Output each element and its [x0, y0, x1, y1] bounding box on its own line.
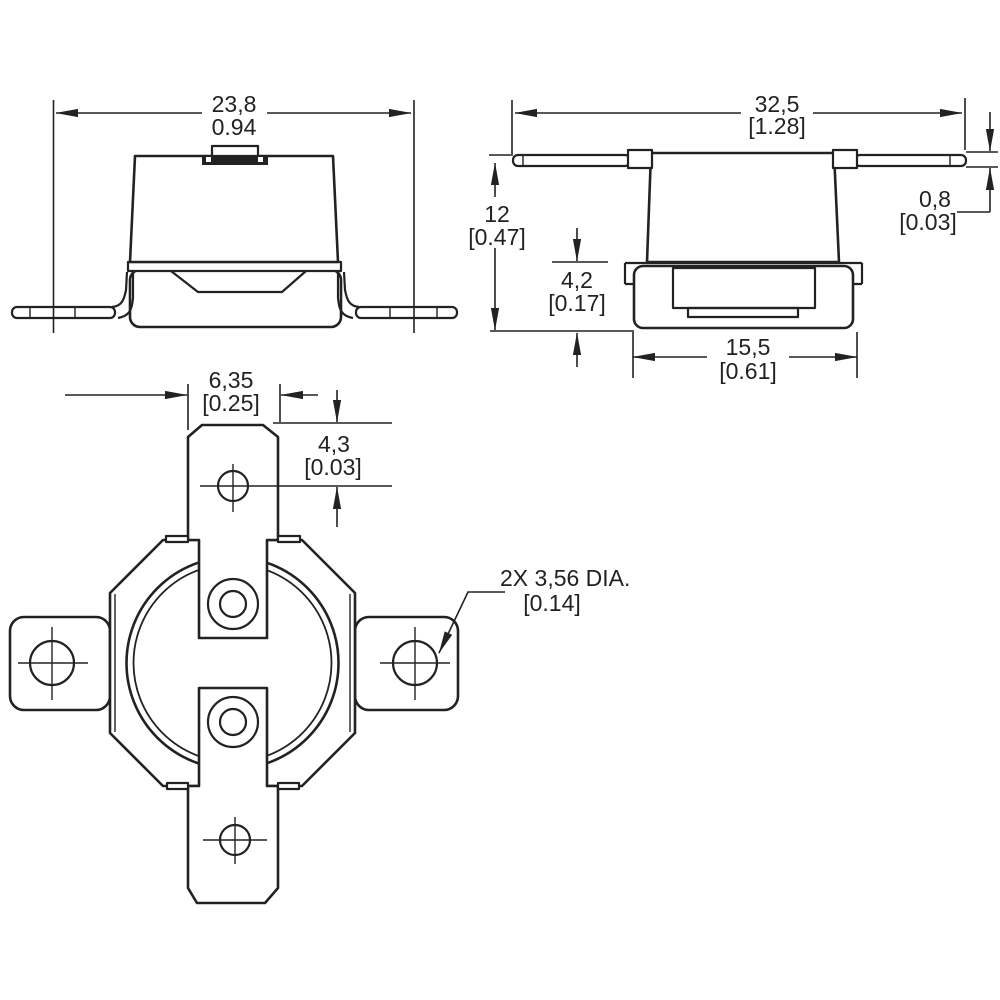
side-view: 32,5 [1.28] 12 [0.47] 0,8 [0.03] 4,2 [0.… — [468, 91, 998, 384]
plan-notch-top-left — [164, 534, 190, 544]
dim-hole-offset-metric: 4,3 — [318, 431, 350, 457]
side-left-terminal-root — [626, 148, 654, 170]
front-left-bend-outer — [111, 271, 129, 309]
plan-rivet-top-inner — [218, 589, 248, 619]
front-left-mount-tab — [10, 305, 117, 320]
side-terminal-ticks — [522, 155, 951, 166]
front-top-button — [202, 155, 268, 165]
bottom-view: 6,35 [0.25] 4,3 [0.03] 2X 3,56 DIA. [0.1… — [8, 367, 630, 905]
dim-overall-width-imperial: [1.28] — [748, 113, 806, 139]
dim-mounting-holes-imperial: [0.14] — [523, 590, 581, 616]
dim-mounting-holes-metric: 2X 3,56 DIA. — [500, 565, 630, 591]
plan-rivet-bottom-inner — [218, 707, 248, 737]
dim-base-width-metric: 15,5 — [726, 334, 771, 360]
side-base-flange — [623, 261, 864, 286]
front-right-bend-outer — [342, 271, 360, 309]
side-cap — [645, 151, 841, 264]
front-view: 23,8 0.94 — [10, 91, 459, 333]
dim-overall-height-metric: 12 — [484, 201, 510, 227]
front-top-button-plate — [210, 144, 260, 158]
terminal-width-extension-lines — [187, 384, 281, 430]
side-base-inner-step2 — [686, 306, 800, 319]
front-right-mount-tab — [354, 305, 459, 320]
dim-base-width-imperial: [0.61] — [719, 358, 777, 384]
plan-bottom-hole-crosshair — [203, 817, 267, 864]
front-left-bend-inner — [117, 272, 135, 320]
mounting-hole-leader-line — [438, 591, 505, 654]
plan-left-hole-crosshair — [18, 627, 88, 700]
dim-terminal-width-imperial: [0.25] — [202, 390, 260, 416]
plan-notch-bottom-left — [165, 781, 190, 791]
front-bracket-notch — [170, 270, 307, 294]
dim-overall-width-metric: 32,5 — [755, 91, 800, 117]
plan-notch-bottom-right — [276, 781, 301, 791]
plan-bottom-terminal — [186, 686, 280, 905]
side-base-inner-step1 — [671, 266, 817, 310]
dim-base-height-metric: 4,2 — [561, 267, 593, 293]
plan-right-hole-crosshair — [380, 627, 450, 700]
terminal-thickness-reference-lines — [957, 151, 998, 213]
side-left-terminal — [511, 153, 632, 168]
dim-terminal-thickness-imperial: [0.03] — [899, 209, 957, 235]
plan-octagon-inner-edges — [114, 594, 351, 732]
front-right-bend-inner — [336, 272, 354, 320]
dim-terminal-width-metric: 6,35 — [209, 367, 254, 393]
front-tab-ticks — [29, 307, 438, 318]
front-cap — [128, 154, 340, 264]
front-base — [128, 268, 343, 329]
plan-octagon-body — [108, 538, 357, 788]
front-top-button-notch-right — [258, 157, 263, 162]
dim-front-width-metric: 23,8 — [212, 91, 257, 117]
dim-base-height-imperial: [0.17] — [548, 290, 606, 316]
plan-top-hole-crosshair — [200, 464, 392, 512]
side-base — [632, 264, 855, 330]
plan-notch-top-right — [276, 534, 302, 544]
height-reference-lines — [489, 154, 634, 332]
dim-terminal-thickness-metric: 0,8 — [919, 186, 951, 212]
side-width-extension-lines — [511, 98, 966, 154]
dim-hole-offset-imperial: [0.03] — [304, 454, 362, 480]
side-right-terminal-root — [831, 148, 859, 170]
front-width-extension-lines — [52, 100, 415, 333]
dim-overall-height-imperial: [0.47] — [468, 224, 526, 250]
dim-front-width-imperial: 0.94 — [212, 114, 257, 140]
front-top-button-notch-left — [206, 157, 211, 162]
front-cap-rim — [126, 260, 343, 273]
